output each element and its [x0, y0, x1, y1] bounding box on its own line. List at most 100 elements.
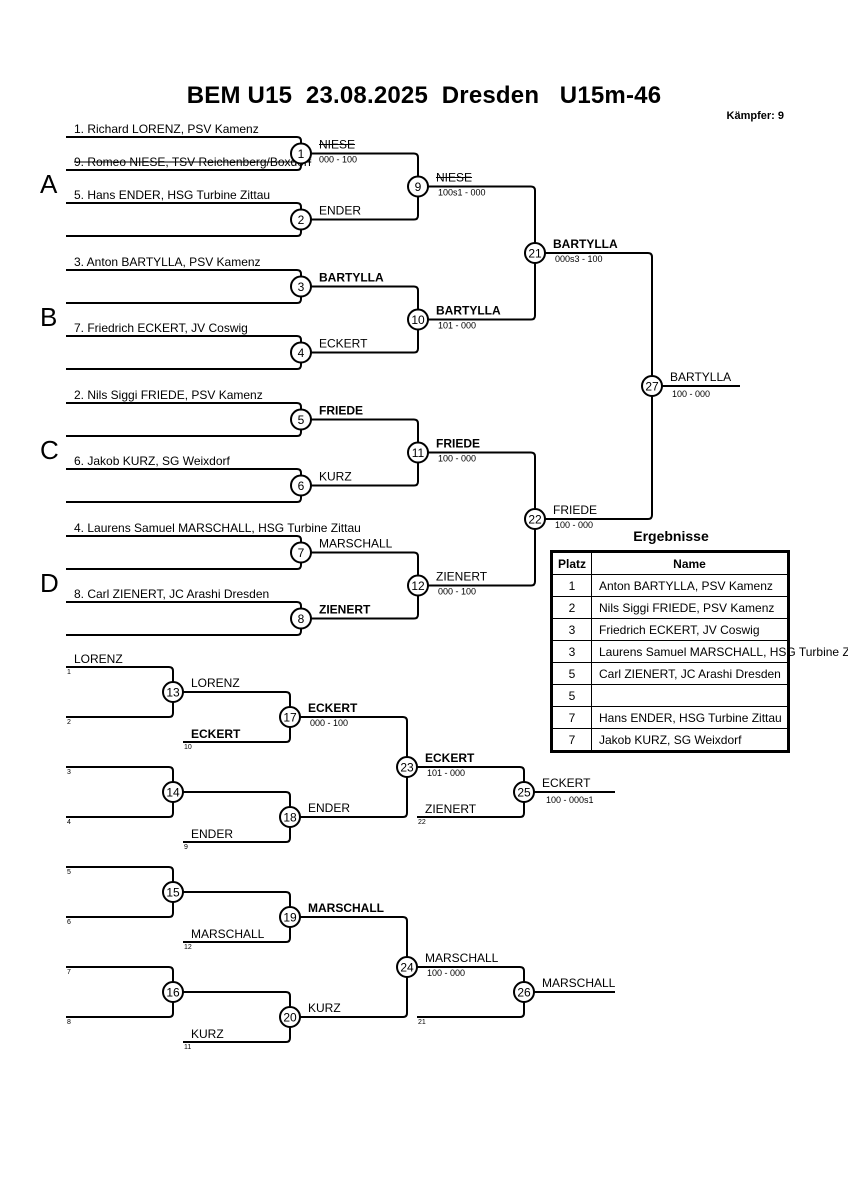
- bracket-line: [545, 252, 653, 520]
- seed-number: 5: [67, 869, 71, 876]
- result-place: 5: [551, 662, 592, 685]
- match-number: 13: [166, 686, 180, 700]
- match-number: 24: [400, 961, 414, 975]
- match-score: 100 - 000: [427, 968, 465, 978]
- match-number: 12: [411, 579, 425, 593]
- loser-ref-number: 12: [184, 944, 192, 951]
- match-number-circle: [513, 981, 535, 1003]
- match-number-circle: [407, 441, 429, 464]
- match-score: 100s1 - 000: [438, 188, 486, 198]
- bracket-line: [66, 335, 302, 370]
- match-number-circle: [290, 541, 312, 564]
- bracket-line: [428, 451, 536, 587]
- bracket-line: [66, 966, 174, 1018]
- result-name: Jakob KURZ, SG Weixdorf: [591, 728, 789, 752]
- group-label-c: C: [40, 435, 59, 465]
- loser-ref-number: 21: [418, 1019, 426, 1026]
- match-number-circle: [279, 806, 301, 828]
- group-label-d: D: [40, 568, 59, 598]
- result-place: 2: [551, 596, 592, 619]
- match-number-circle: [290, 408, 312, 431]
- match-number-circle: [407, 175, 429, 198]
- match-winner: LORENZ: [191, 676, 240, 690]
- match-winner: MARSCHALL: [542, 976, 616, 990]
- match-score: 100 - 000s1: [546, 795, 594, 805]
- seed-number: 7: [67, 969, 71, 976]
- match-number-circle: [290, 208, 312, 231]
- page-title: BEM U15 23.08.2025 Dresden U15m-46: [186, 82, 662, 109]
- bracket-line: [66, 666, 174, 718]
- bracket-line: [66, 766, 174, 818]
- entrant-label: 5. Hans ENDER, HSG Turbine Zittau: [74, 188, 270, 202]
- match-number: 15: [166, 886, 180, 900]
- result-name: Carl ZIENERT, JC Arashi Dresden: [591, 662, 789, 685]
- final-score: 100 - 000: [672, 389, 710, 399]
- match-number: 4: [298, 346, 305, 360]
- match-number-circle: [396, 756, 418, 778]
- match-number-circle: [279, 906, 301, 928]
- loser-entrant: MARSCHALL: [191, 927, 265, 941]
- match-winner: MARSCHALL: [308, 901, 384, 915]
- match-number: 11: [412, 446, 425, 460]
- result-place: 7: [551, 706, 592, 729]
- loser-ref-number: 11: [184, 1044, 191, 1051]
- result-place: 1: [551, 574, 592, 597]
- entrant-label: 2. Nils Siggi FRIEDE, PSV Kamenz: [74, 388, 263, 402]
- match-number-circle: [513, 781, 535, 803]
- entrant-label: 7. Friedrich ECKERT, JV Coswig: [74, 321, 248, 335]
- match-number: 6: [298, 479, 305, 493]
- final-winner: BARTYLLA: [670, 370, 731, 384]
- match-number: 2: [298, 213, 305, 227]
- match-number: 23: [400, 761, 414, 775]
- result-name: Laurens Samuel MARSCHALL, HSG Turbine Zi…: [591, 640, 848, 663]
- entrant-label: 4. Laurens Samuel MARSCHALL, HSG Turbine…: [74, 521, 361, 535]
- seed-number: 8: [67, 1019, 71, 1026]
- match-winner: BARTYLLA: [436, 304, 501, 318]
- match-number: 27: [645, 380, 659, 394]
- match-score: 000 - 100: [438, 587, 476, 597]
- result-place: 3: [551, 640, 592, 663]
- loser-entrant: ENDER: [191, 827, 233, 841]
- match-score: 000s3 - 100: [555, 254, 603, 264]
- match-winner: ECKERT: [308, 701, 358, 715]
- match-number: 22: [528, 513, 542, 527]
- loser-entrant: ZIENERT: [425, 802, 477, 816]
- results-header-row: Platz Name: [551, 551, 789, 575]
- match-score: 101 - 000: [427, 768, 465, 778]
- bracket-line: [66, 535, 302, 570]
- result-place: 5: [551, 684, 592, 707]
- match-number: 21: [528, 247, 542, 261]
- result-place: 3: [551, 618, 592, 641]
- fighter-count: Kämpfer: 9: [726, 110, 784, 122]
- match-winner: FRIEDE: [436, 437, 480, 451]
- match-number-circle: [524, 242, 546, 264]
- match-score: 000 - 100: [319, 155, 357, 165]
- match-winner: ZIENERT: [319, 603, 371, 617]
- match-number: 8: [298, 612, 305, 626]
- results-title: Ergebnisse: [633, 528, 709, 544]
- match-winner: BARTYLLA: [319, 271, 384, 285]
- match-number-circle: [290, 474, 312, 497]
- match-number-circle: [396, 956, 418, 978]
- match-number-circle: [162, 881, 184, 903]
- match-number: 19: [283, 911, 297, 925]
- match-winner: MARSCHALL: [425, 951, 499, 965]
- loser-ref-number: 9: [184, 844, 188, 851]
- match-winner: ECKERT: [425, 751, 475, 765]
- match-number: 3: [298, 280, 305, 294]
- match-number-circle: [290, 341, 312, 364]
- match-winner: BARTYLLA: [553, 237, 618, 251]
- match-number-circle: [407, 574, 429, 597]
- bracket-line: [66, 202, 302, 237]
- results-row: 5: [551, 684, 789, 707]
- result-name: [591, 684, 789, 707]
- match-winner: FRIEDE: [553, 503, 597, 517]
- match-number: 25: [517, 786, 531, 800]
